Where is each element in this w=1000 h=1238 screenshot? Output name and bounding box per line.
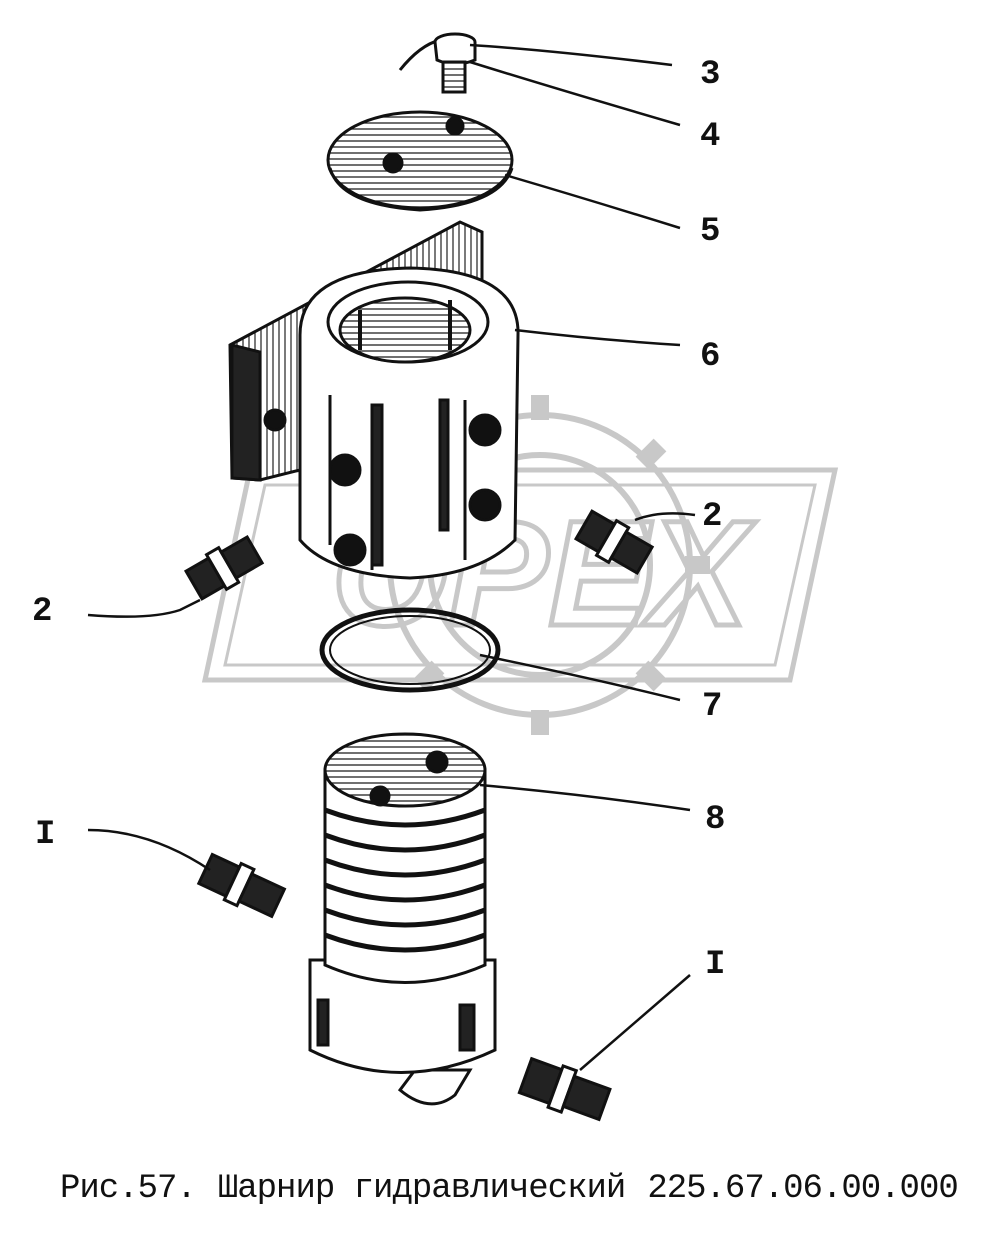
callout-2-right: 2 — [702, 498, 723, 536]
caption-code: 225.67.06.00.000 — [647, 1170, 958, 1208]
callout-4: 4 — [700, 118, 721, 156]
callout-7: 7 — [702, 688, 723, 726]
fitting-icon — [183, 509, 655, 1122]
shaft-icon — [308, 732, 497, 1106]
callout-8: 8 — [705, 801, 726, 839]
callout-2-left: 2 — [32, 593, 53, 631]
cover-plate-icon — [326, 110, 514, 212]
callout-6: 6 — [700, 338, 721, 376]
callout-3: 3 — [700, 56, 721, 94]
figure-caption: Рис.57. Шарнир гидравлический 225.67.06.00… — [60, 1170, 980, 1208]
o-ring-icon — [319, 607, 501, 693]
callout-1-left: I — [35, 816, 56, 854]
callout-5: 5 — [700, 213, 721, 251]
caption-prefix: Рис.57. — [60, 1170, 197, 1208]
caption-title: Шарнир гидравлический — [217, 1170, 626, 1208]
callout-1-right: I — [705, 946, 726, 984]
bolt-icon — [398, 32, 477, 94]
leader-lines — [87, 43, 696, 1071]
housing-icon — [228, 220, 520, 580]
